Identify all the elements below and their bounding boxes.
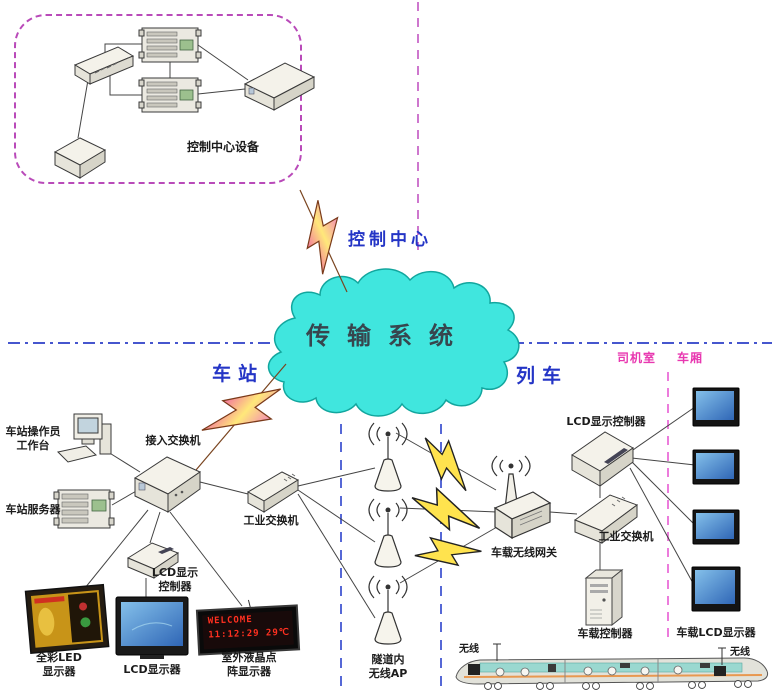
- carriage-monitor-1-icon: [692, 387, 740, 427]
- onboard-controller-label: 车载控制器: [577, 627, 633, 640]
- station-server-icon: [53, 489, 115, 529]
- train-industrial-switch-label: 工业交换机: [598, 530, 654, 543]
- station-access-switch-label: 接入交换机: [145, 434, 201, 447]
- onboard-gateway-label: 车载无线网关: [491, 546, 557, 559]
- train-antenna-rear-icon: [718, 647, 726, 665]
- transmission-system-label: 传输系统: [306, 322, 470, 350]
- station-access-switch-icon: [133, 456, 202, 513]
- station-led-display-icon: [24, 583, 110, 655]
- train-lcd-controller-label: LCD显示控制器: [566, 415, 646, 428]
- station-lan-lines: [84, 451, 376, 619]
- carriage-label: 车厢: [677, 351, 704, 365]
- station-lcd-controller-label: LCD显示 控制器: [151, 566, 199, 594]
- station-workstation-label: 车站操作员 工作台: [5, 425, 61, 453]
- train-lan-lines: [549, 406, 696, 586]
- tunnel-ap-label: 隧道内 无线AP: [368, 653, 408, 681]
- control-center-server2-icon: [138, 77, 202, 113]
- tunnel-ap2-icon: [368, 498, 408, 568]
- train-antenna-front-icon: [493, 643, 501, 661]
- station-industrial-switch-label: 工业交换机: [243, 514, 299, 527]
- train-lcd-controller-icon: [571, 431, 634, 487]
- outdoor-sign-text: WELCOME 11:12:29 29℃: [207, 614, 291, 641]
- uplink-station: [195, 363, 292, 471]
- train-illustration: [455, 643, 769, 690]
- station-lcd-display-icon: [115, 596, 189, 659]
- carriage-monitor-4-icon: [691, 566, 741, 612]
- uplink-control-center: [289, 189, 358, 293]
- transmission-cloud: [267, 268, 520, 417]
- control-center-equipment-label: 控制中心设备: [186, 140, 259, 154]
- wireless-hop-bolts: [409, 429, 485, 581]
- onboard-controller-icon: [584, 568, 624, 627]
- station-section-label: 车站: [212, 363, 265, 385]
- control-center-router-icon: [243, 62, 316, 111]
- driver-cab-label: 司机室: [617, 351, 657, 365]
- station-workstation-icon: [56, 413, 112, 463]
- control-center-equipment: [53, 27, 316, 179]
- carriage-monitor-2-icon: [692, 449, 740, 485]
- control-center-server1-icon: [138, 27, 202, 63]
- station-server-label: 车站服务器: [5, 503, 61, 516]
- tunnel-ap1-icon: [368, 422, 408, 492]
- onboard-lcd-label: 车载LCD显示器: [676, 626, 756, 639]
- train-industrial-switch-icon: [573, 494, 639, 544]
- train-section-label: 列车: [516, 365, 569, 387]
- station-led-display-label: 全彩LED 显示器: [36, 651, 82, 679]
- station-industrial-switch-icon: [246, 471, 300, 513]
- station-lcd-controller-icon: [126, 542, 180, 579]
- train-wireless-rear-label: 无线: [730, 647, 750, 658]
- onboard-wireless-gateway-icon: [491, 455, 552, 540]
- station-lcd-display-label: LCD显示器: [123, 663, 181, 676]
- control-center-terminal-icon: [53, 137, 107, 179]
- carriage-monitor-3-icon: [692, 509, 740, 545]
- control-center-boundary: [14, 14, 302, 184]
- train-wireless-front-label: 无线: [459, 644, 479, 655]
- tunnel-ap3-icon: [368, 575, 408, 645]
- control-center-link-label: 控制中心: [348, 230, 432, 250]
- station-outdoor-display-label: 室外液晶点 阵显示器: [221, 651, 277, 679]
- station-outdoor-sign-icon: [195, 599, 301, 656]
- control-center-switch-icon: [73, 46, 135, 85]
